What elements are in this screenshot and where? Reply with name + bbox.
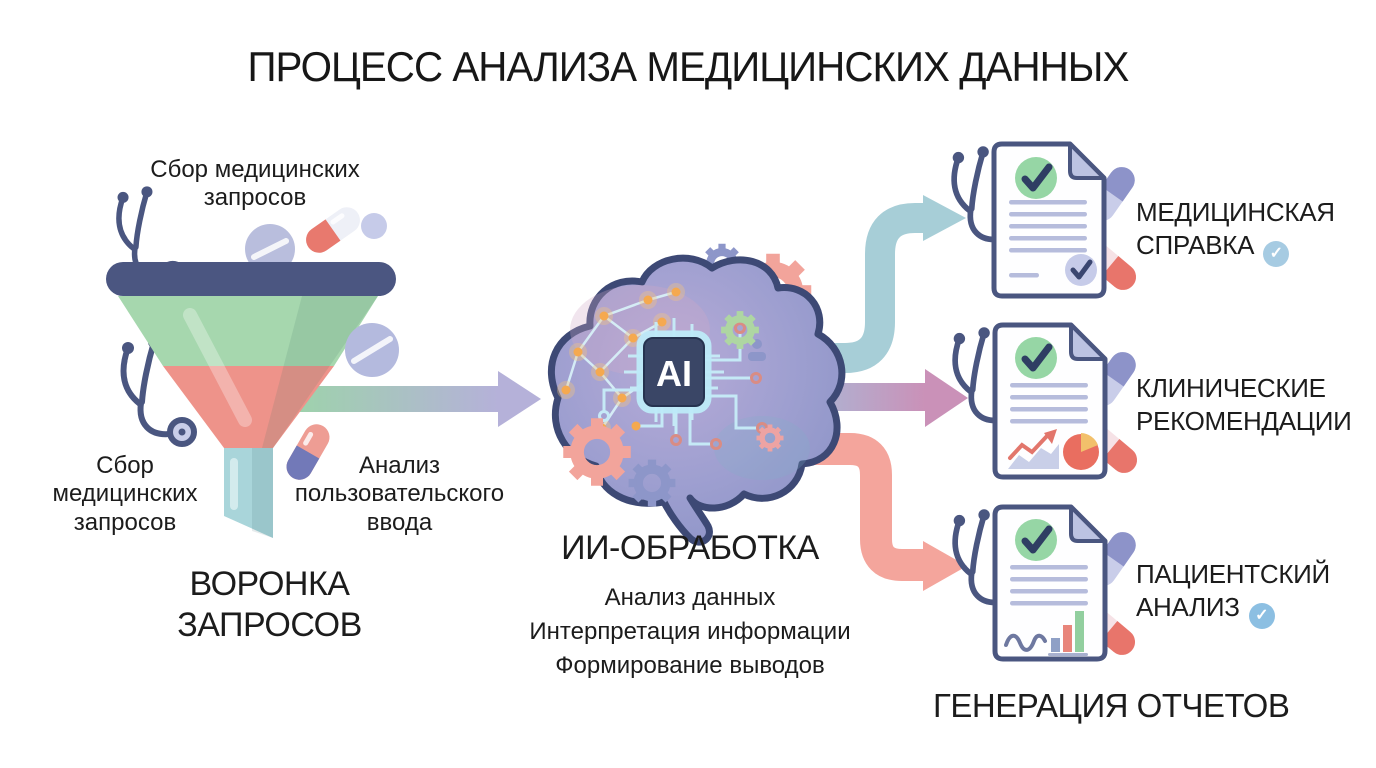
text-lines — [1010, 565, 1088, 606]
funnel-left-label: Сбор медицинских запросов — [52, 452, 198, 536]
funnel-decorations — [118, 186, 387, 444]
document-certificate-icon — [953, 141, 1137, 299]
funnel-heading: ВОРОНКА ЗАПРОСОВ — [177, 565, 362, 644]
output-label-certificate: МЕДИЦИНСКАЯ СПРАВКА✓ — [1136, 196, 1376, 267]
line-chart-icon — [1008, 429, 1059, 469]
ai-items: Анализ данных Интерпретация информации Ф… — [515, 581, 865, 683]
waveform-icon — [1004, 633, 1047, 652]
capsule-icon — [306, 207, 360, 253]
text-lines — [1010, 383, 1088, 424]
circuit-nodes — [670, 322, 768, 450]
check-badge-icon: ✓ — [1248, 602, 1275, 629]
check-circle-icon — [1015, 519, 1057, 561]
output-label-text: МЕДИЦИНСКАЯ СПРАВКА — [1136, 197, 1335, 260]
ai-item: Формирование выводов — [555, 652, 825, 680]
ai-item: Анализ данных — [604, 584, 776, 611]
check-circle-icon — [1015, 337, 1057, 379]
page-title: ПРОЦЕСС АНАЛИЗА МЕДИЦИНСКИХ ДАННЫХ — [247, 43, 1130, 90]
ai-item: Интерпретация информации — [529, 618, 851, 646]
capsule-icon — [286, 424, 330, 480]
arrow-ai-to-certificate — [795, 195, 966, 373]
arrow-ai-to-patient-analysis — [790, 433, 967, 591]
tablet-icon — [345, 323, 399, 377]
output-label-recommendations: КЛИНИЧЕСКИЕ РЕКОМЕНДАЦИИ — [1136, 372, 1376, 437]
tablet-icon — [245, 224, 295, 274]
outputs-heading: ГЕНЕРАЦИЯ ОТЧЕТОВ — [933, 687, 1290, 724]
ai-heading: ИИ-ОБРАБОТКА — [561, 529, 819, 567]
funnel-right-label: Анализ пользовательского ввода — [294, 452, 505, 536]
check-circle-icon — [1065, 254, 1097, 286]
bar-chart-icon — [1048, 611, 1088, 656]
text-lines — [1009, 200, 1087, 278]
ai-chip-label: AI — [656, 353, 692, 394]
arrow-funnel-to-ai — [298, 371, 541, 427]
pie-chart-icon — [1063, 433, 1099, 470]
output-label-text: КЛИНИЧЕСКИЕ РЕКОМЕНДАЦИИ — [1136, 373, 1352, 436]
funnel-top-label: Сбор медицинских запросов — [150, 156, 360, 212]
check-circle-icon — [1015, 157, 1057, 199]
ai-chip: AI — [624, 318, 724, 426]
document-patient-analysis-icon — [954, 504, 1136, 662]
tablet-icon — [361, 213, 387, 239]
check-badge-icon: ✓ — [1263, 240, 1290, 267]
funnel-icon — [106, 262, 396, 538]
document-recommendations-icon — [954, 322, 1138, 480]
output-label-patient-analysis: ПАЦИЕНТСКИЙ АНАЛИЗ✓ — [1136, 558, 1376, 629]
brain-icon: AI — [547, 254, 846, 546]
output-label-text: ПАЦИЕНТСКИЙ АНАЛИЗ — [1136, 559, 1330, 622]
